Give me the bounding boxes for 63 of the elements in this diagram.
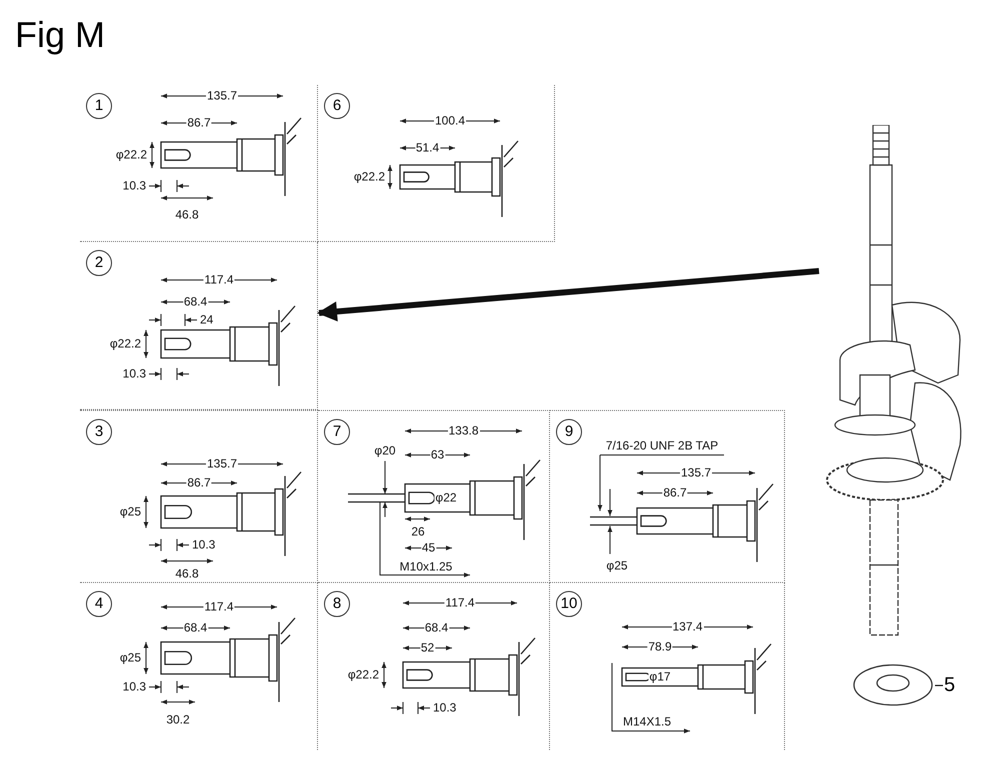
callout-number: 10 xyxy=(556,591,582,617)
variant-panel xyxy=(318,410,550,583)
dimension-text: φ22.2 xyxy=(108,338,142,350)
dimension-text: 135.7 xyxy=(206,458,238,470)
dimension-text: 68.4 xyxy=(182,622,208,634)
variant-panel xyxy=(80,410,318,583)
dimension-text: 135.7 xyxy=(680,466,712,480)
dimension-text: 86.7 xyxy=(186,116,212,130)
washer-drawing xyxy=(852,662,934,708)
callout-number: 8 xyxy=(324,591,350,617)
dimension-text: 51.4 xyxy=(414,142,440,154)
dimension-text: 52 xyxy=(420,642,436,654)
part-number: 5 xyxy=(944,674,956,697)
dimension-text: 10.3 xyxy=(122,680,147,694)
dimension-text: 100.4 xyxy=(434,114,466,128)
dimension-text: 24 xyxy=(199,314,214,326)
callout-number: 6 xyxy=(324,93,350,119)
dimension-text: 10.3 xyxy=(122,180,147,192)
dimension-text: φ22 xyxy=(434,492,458,504)
dimension-text: φ22.2 xyxy=(114,148,148,162)
dimension-text: 135.7 xyxy=(206,90,238,102)
dimension-text: 10.3 xyxy=(191,538,216,552)
dimension-text: 117.4 xyxy=(203,600,235,614)
dimension-text: φ17 xyxy=(648,670,672,684)
dimension-text: φ22.2 xyxy=(346,668,380,682)
callout-number: 9 xyxy=(556,419,582,445)
dimension-text: 7/16-20 UNF 2B TAP xyxy=(604,440,720,452)
dimension-text: 117.4 xyxy=(203,274,235,286)
variant-panel xyxy=(80,85,318,242)
dimension-text: 46.8 xyxy=(174,208,200,222)
variant-panel xyxy=(80,242,318,410)
dimension-text: 86.7 xyxy=(662,486,688,500)
dimension-text: 68.4 xyxy=(424,622,450,634)
dimension-text: 137.4 xyxy=(671,620,704,634)
dimension-text: φ25 xyxy=(118,652,142,664)
callout-number: 7 xyxy=(324,419,350,445)
dimension-text: 63 xyxy=(430,448,446,462)
dimension-text: 78.9 xyxy=(647,640,673,654)
dimension-text: 68.4 xyxy=(182,296,208,308)
dimension-text: 10.3 xyxy=(122,368,147,380)
dimension-text: φ20 xyxy=(373,444,397,458)
arrow xyxy=(317,268,820,322)
callout-number: 3 xyxy=(86,419,112,445)
dimension-text: M14X1.5 xyxy=(622,716,672,728)
figure-title: Fig M xyxy=(15,14,105,56)
dimension-text: 10.3 xyxy=(432,702,458,714)
dimension-text: φ25 xyxy=(118,506,142,518)
dimension-text: 30.2 xyxy=(165,714,191,726)
dimension-text: 133.8 xyxy=(447,424,480,438)
dimension-text: φ22.2 xyxy=(352,170,386,184)
leader-line xyxy=(935,684,943,686)
variant-panel xyxy=(550,410,785,583)
callout-number: 1 xyxy=(86,93,112,119)
dimension-text: M10x1.25 xyxy=(398,560,454,574)
dimension-text: 117.4 xyxy=(444,596,476,610)
callout-number: 2 xyxy=(86,250,112,276)
dimension-text: 45 xyxy=(420,542,436,554)
callout-number: 4 xyxy=(86,591,112,617)
dimension-text: 46.8 xyxy=(174,568,200,580)
dimension-text: φ25 xyxy=(605,560,629,572)
dimension-text: 26 xyxy=(410,526,426,538)
dimension-text: 86.7 xyxy=(186,476,212,490)
variant-panel xyxy=(318,85,555,242)
